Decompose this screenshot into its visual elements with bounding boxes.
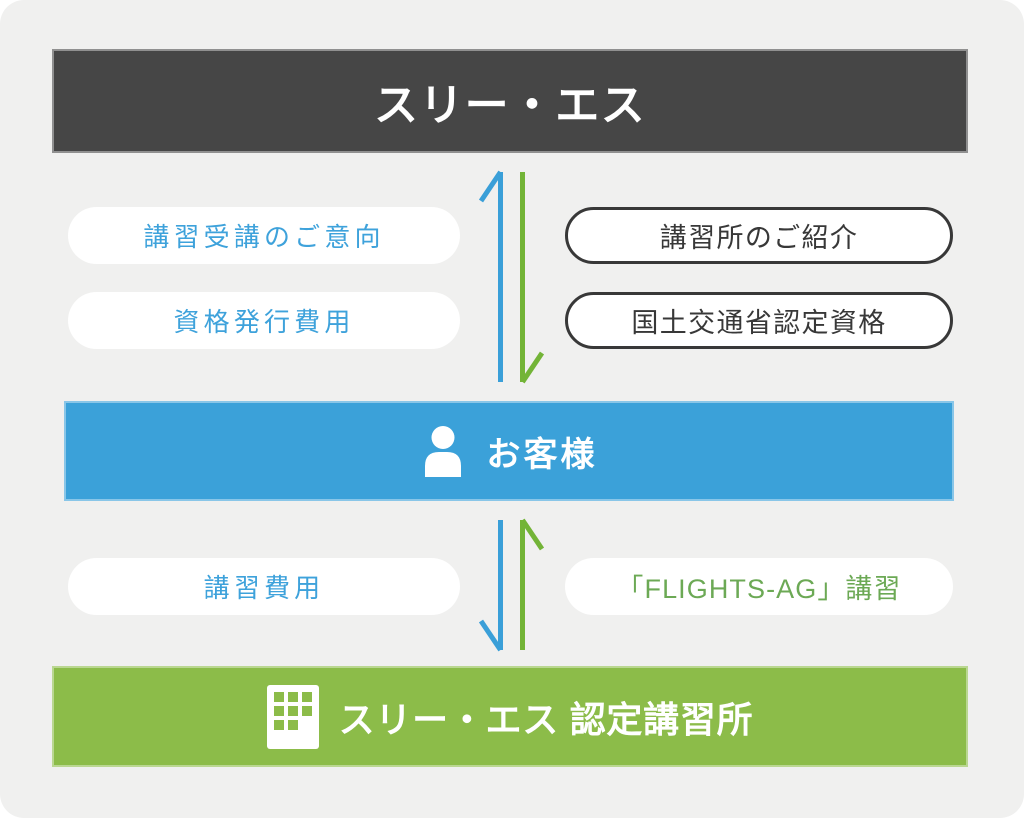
- building-icon: [266, 684, 319, 749]
- up-arrow-icon: [478, 170, 503, 382]
- down-arrow-icon: [520, 172, 545, 384]
- lower-arrows: [478, 518, 545, 652]
- customer-bar-label: お客様: [486, 435, 598, 474]
- school-bar: スリー・エス 認定講習所: [52, 666, 968, 767]
- company-bar: スリー・エス: [52, 49, 968, 153]
- pill-school-intro-label: 講習所のご紹介: [659, 223, 859, 253]
- pill-license-fee: 資格発行費用: [68, 292, 460, 349]
- pill-flights-ag-training: 「FLIGHTS-AG」講習: [565, 558, 953, 615]
- pill-license-fee-label: 資格発行費用: [173, 307, 355, 337]
- pill-training-fee-label: 講習費用: [203, 573, 325, 603]
- company-bar-title: スリー・エス: [374, 81, 646, 130]
- pill-mlit-certification: 国土交通省認定資格: [565, 292, 953, 349]
- pill-training-fee: 講習費用: [68, 558, 460, 615]
- person-icon: [425, 426, 462, 477]
- pill-mlit-certification-label: 国土交通省認定資格: [631, 308, 887, 338]
- pill-course-intent-label: 講習受講のご意向: [143, 222, 385, 252]
- school-bar-title: スリー・エス 認定講習所: [338, 698, 754, 740]
- customer-bar: お客様: [64, 401, 954, 501]
- down-arrow-icon: [478, 520, 503, 652]
- upper-arrows: [478, 170, 545, 384]
- pill-course-intent: 講習受講のご意向: [68, 207, 460, 264]
- up-arrow-icon: [520, 518, 545, 650]
- pill-flights-ag-training-label: 「FLIGHTS-AG」講習: [616, 574, 902, 604]
- pill-school-intro: 講習所のご紹介: [565, 207, 953, 264]
